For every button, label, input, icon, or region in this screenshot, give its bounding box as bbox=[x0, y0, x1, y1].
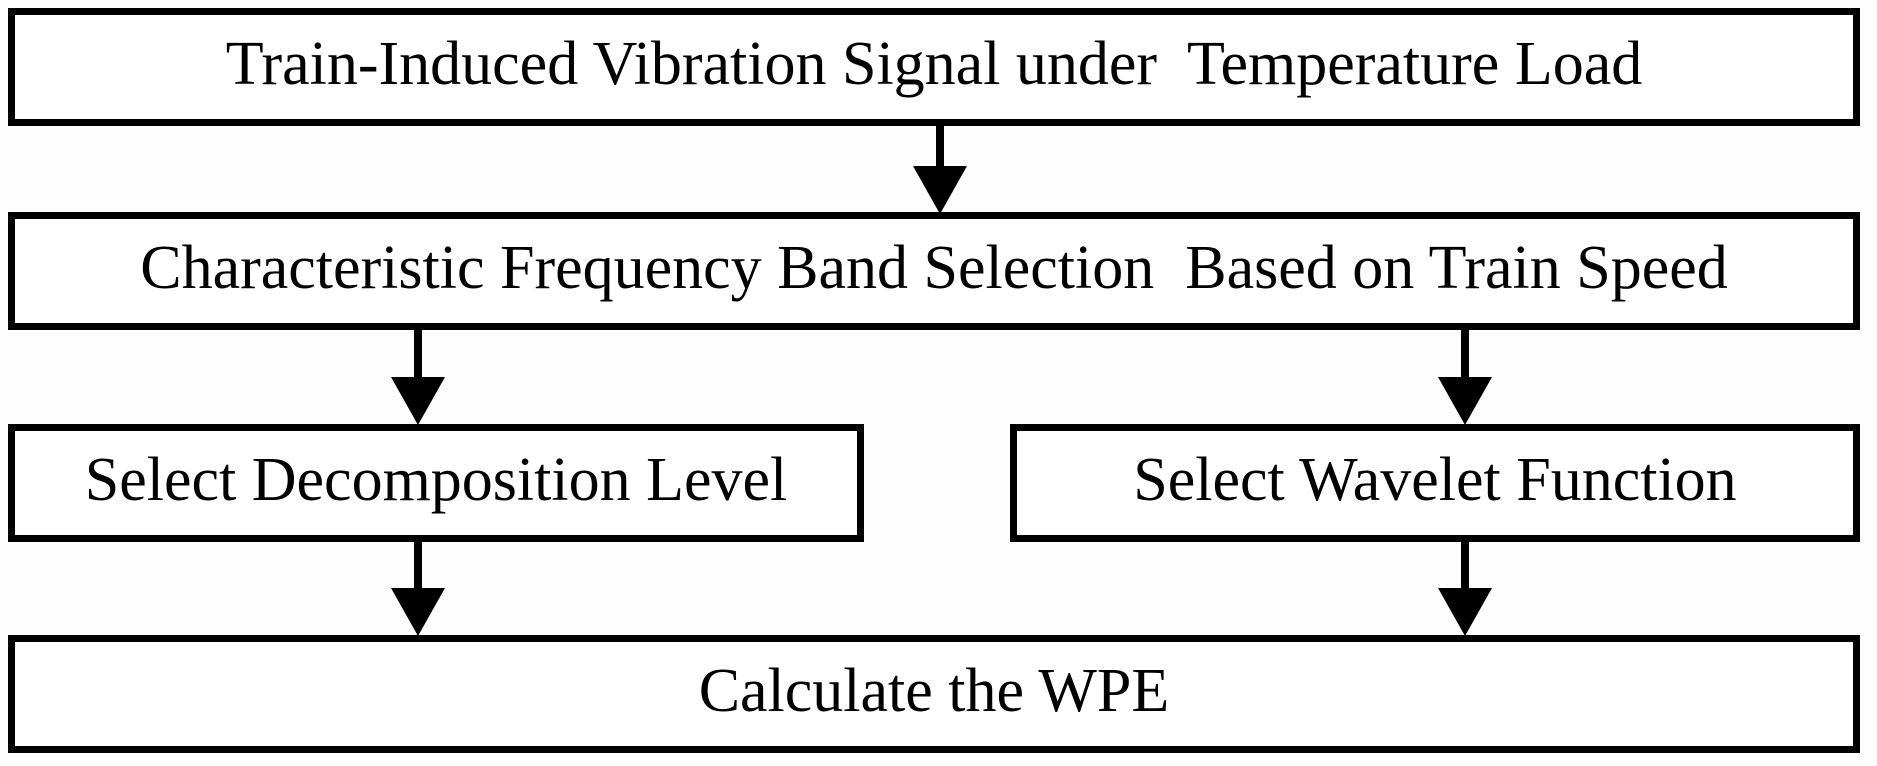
arrow-wavelet-to-wpe bbox=[1438, 542, 1492, 636]
node-decomposition-level: Select Decomposition Level bbox=[8, 424, 864, 542]
node-calculate-wpe: Calculate the WPE bbox=[8, 635, 1860, 753]
node-vibration-signal: Train-Induced Vibration Signal under Tem… bbox=[8, 8, 1860, 126]
arrow-down-icon bbox=[391, 588, 445, 636]
arrow-stem bbox=[936, 126, 944, 166]
arrow-down-icon bbox=[913, 166, 967, 214]
arrow-down-icon bbox=[1438, 588, 1492, 636]
node-frequency-band-selection-label: Characteristic Frequency Band Selection … bbox=[140, 234, 1728, 302]
node-wavelet-function: Select Wavelet Function bbox=[1010, 424, 1860, 542]
node-wavelet-function-label: Select Wavelet Function bbox=[1133, 446, 1737, 514]
arrow-stem bbox=[414, 542, 422, 588]
node-vibration-signal-label: Train-Induced Vibration Signal under Tem… bbox=[225, 30, 1643, 98]
arrow-stem bbox=[1461, 542, 1469, 588]
arrow-level-to-wpe bbox=[391, 542, 445, 636]
arrow-stem bbox=[1461, 330, 1469, 377]
node-frequency-band-selection: Characteristic Frequency Band Selection … bbox=[8, 212, 1860, 330]
arrow-signal-to-band bbox=[913, 126, 967, 214]
arrow-stem bbox=[414, 330, 422, 377]
node-decomposition-level-label: Select Decomposition Level bbox=[84, 446, 788, 514]
arrow-down-icon bbox=[1438, 377, 1492, 425]
arrow-band-to-level bbox=[391, 330, 445, 425]
arrow-band-to-wavelet bbox=[1438, 330, 1492, 425]
arrow-down-icon bbox=[391, 377, 445, 425]
node-calculate-wpe-label: Calculate the WPE bbox=[698, 657, 1170, 725]
